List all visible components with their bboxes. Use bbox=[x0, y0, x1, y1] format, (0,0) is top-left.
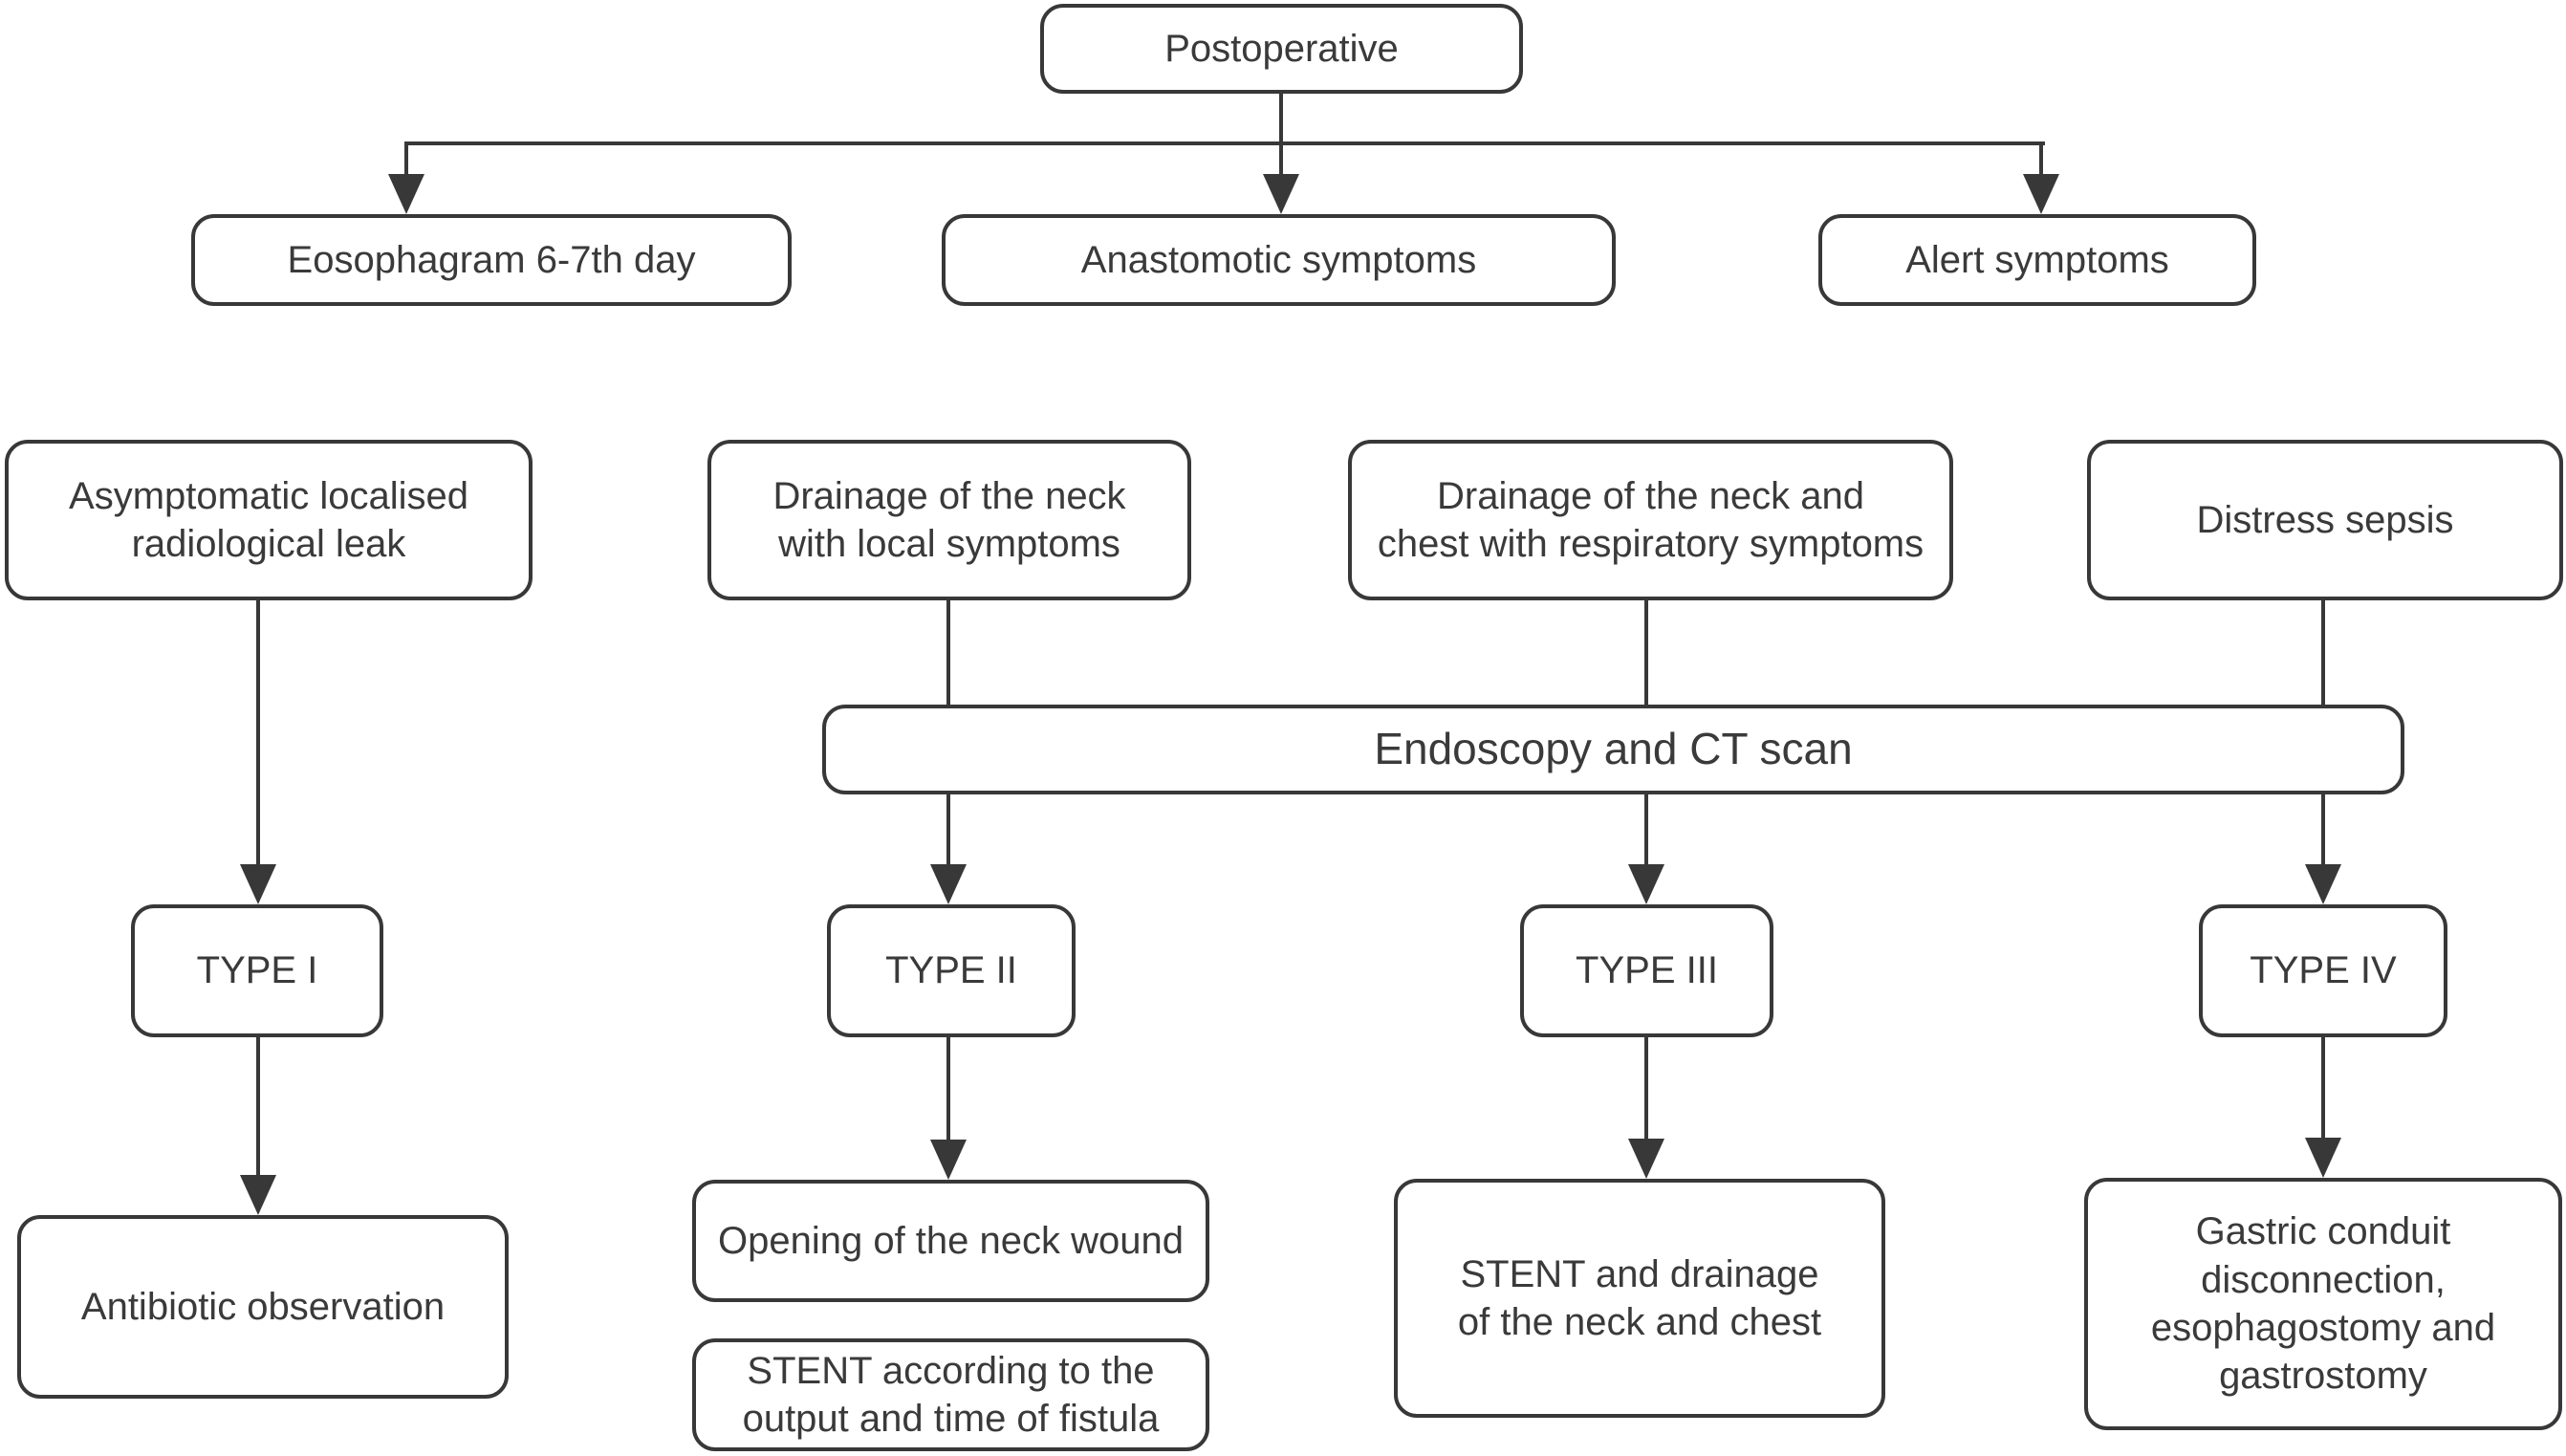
connector-leak-to-type1 bbox=[256, 600, 260, 866]
node-label-postoperative: Postoperative bbox=[1164, 27, 1399, 70]
node-label-gastric-conduit: Gastric conduit disconnection, esophagos… bbox=[2150, 1210, 2496, 1398]
node-label-asymptomatic-leak: Asymptomatic localised radiological leak bbox=[69, 474, 468, 565]
node-anastomotic-symptoms: Anastomotic symptoms bbox=[942, 214, 1616, 306]
node-label-eosophagram: Eosophagram 6-7th day bbox=[287, 238, 696, 281]
arrowhead-endoscopy-to-type2 bbox=[930, 864, 967, 904]
node-asymptomatic-leak: Asymptomatic localised radiological leak bbox=[5, 440, 533, 600]
node-label-antibiotic-observation: Antibiotic observation bbox=[80, 1285, 446, 1328]
connector-type2-to-opening bbox=[946, 1037, 950, 1141]
arrowhead-type2-to-opening bbox=[930, 1140, 967, 1180]
node-gastric-conduit: Gastric conduit disconnection, esophagos… bbox=[2084, 1178, 2562, 1430]
node-drainage-neck-chest: Drainage of the neck and chest with resp… bbox=[1348, 440, 1953, 600]
node-type-1: TYPE I bbox=[131, 904, 383, 1037]
node-label-anastomotic-symptoms: Anastomotic symptoms bbox=[1080, 238, 1477, 281]
node-drainage-neck: Drainage of the neck with local symptoms bbox=[707, 440, 1191, 600]
node-type-2: TYPE II bbox=[827, 904, 1076, 1037]
node-antibiotic-observation: Antibiotic observation bbox=[17, 1215, 509, 1399]
node-eosophagram: Eosophagram 6-7th day bbox=[191, 214, 792, 306]
arrowhead-to-eosophagram bbox=[388, 174, 424, 214]
arrowhead-endoscopy-to-type3 bbox=[1628, 864, 1664, 904]
connector-drainage-neck-to-endoscopy bbox=[946, 600, 950, 706]
node-endoscopy-ct-scan: Endoscopy and CT scan bbox=[822, 705, 2404, 794]
arrowhead-leak-to-type1 bbox=[240, 864, 276, 904]
connector-endoscopy-to-type3 bbox=[1644, 793, 1648, 866]
node-label-type-1: TYPE I bbox=[196, 949, 318, 992]
node-type-3: TYPE III bbox=[1520, 904, 1773, 1037]
arrowhead-to-alert bbox=[2023, 174, 2059, 214]
connector-distress-to-endoscopy bbox=[2321, 600, 2325, 706]
connector-endoscopy-to-type2 bbox=[946, 793, 950, 866]
connector-to-eosophagram bbox=[404, 141, 408, 176]
arrowhead-type4-to-gastric bbox=[2305, 1138, 2341, 1178]
node-label-stent-fistula: STENT according to the output and time o… bbox=[742, 1349, 1160, 1440]
connector-drainage-neck-chest-to-endoscopy bbox=[1644, 600, 1648, 706]
connector-endoscopy-to-type4 bbox=[2321, 793, 2325, 866]
node-label-endoscopy-ct-scan: Endoscopy and CT scan bbox=[1374, 724, 1853, 774]
node-label-drainage-neck-chest: Drainage of the neck and chest with resp… bbox=[1377, 474, 1924, 565]
connector-type3-to-stent-drainage bbox=[1644, 1037, 1648, 1141]
arrowhead-endoscopy-to-type4 bbox=[2305, 864, 2341, 904]
node-label-type-4: TYPE IV bbox=[2250, 949, 2397, 992]
connector-type4-to-gastric bbox=[2321, 1037, 2325, 1140]
node-stent-drainage: STENT and drainage of the neck and chest bbox=[1394, 1179, 1885, 1418]
connector-postoperative-trunk bbox=[1279, 94, 1283, 176]
node-label-distress-sepsis: Distress sepsis bbox=[2196, 498, 2454, 541]
node-alert-symptoms: Alert symptoms bbox=[1818, 214, 2256, 306]
node-label-stent-drainage: STENT and drainage of the neck and chest bbox=[1457, 1252, 1822, 1343]
connector-to-alert bbox=[2039, 141, 2043, 176]
node-stent-fistula: STENT according to the output and time o… bbox=[692, 1338, 1209, 1451]
connector-branch-bar bbox=[404, 141, 2045, 145]
connector-type1-to-antibiotic bbox=[256, 1037, 260, 1177]
node-label-opening-neck-wound: Opening of the neck wound bbox=[717, 1219, 1184, 1262]
node-label-type-2: TYPE II bbox=[885, 949, 1017, 992]
node-label-alert-symptoms: Alert symptoms bbox=[1905, 238, 2169, 281]
node-opening-neck-wound: Opening of the neck wound bbox=[692, 1180, 1209, 1302]
node-label-type-3: TYPE III bbox=[1576, 949, 1718, 992]
node-label-drainage-neck: Drainage of the neck with local symptoms bbox=[772, 474, 1126, 565]
arrowhead-type1-to-antibiotic bbox=[240, 1175, 276, 1215]
node-distress-sepsis: Distress sepsis bbox=[2087, 440, 2563, 600]
arrowhead-to-anastomotic bbox=[1263, 174, 1299, 214]
node-postoperative: Postoperative bbox=[1040, 4, 1523, 94]
arrowhead-type3-to-stent-drainage bbox=[1628, 1139, 1664, 1179]
node-type-4: TYPE IV bbox=[2199, 904, 2447, 1037]
